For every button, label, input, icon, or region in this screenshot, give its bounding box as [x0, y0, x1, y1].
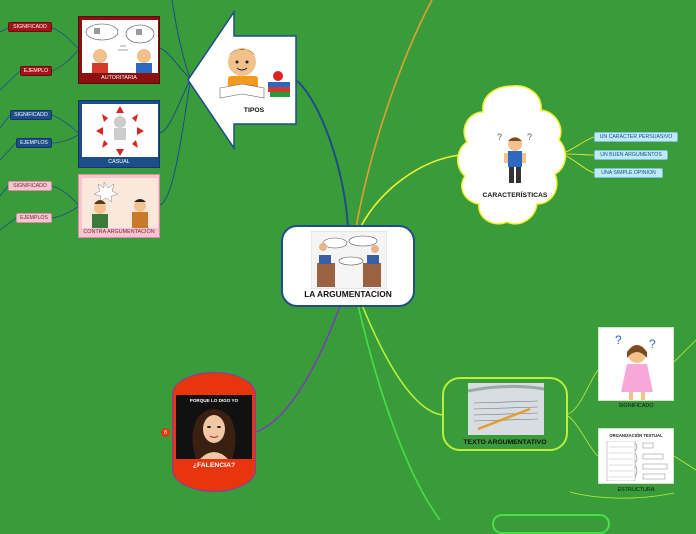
contra-significado-pill[interactable]: SIGNIFICADO: [8, 181, 52, 191]
contra-ejemplos-pill[interactable]: EJEMPLOS: [16, 213, 52, 223]
casual-illustration: [82, 104, 158, 157]
woman-portrait: [192, 409, 236, 459]
structure-diagram-icon: [606, 441, 668, 481]
texto-significado-caption: SIGNIFICADO: [618, 403, 654, 409]
casual-caption: CASUAL: [108, 159, 130, 165]
autoritaria-caption: AUTORITARIA: [101, 75, 137, 81]
central-title: LA ARGUMENTACION: [304, 289, 392, 299]
autoritaria-illustration: [82, 20, 158, 73]
casual-card[interactable]: CASUAL: [78, 100, 160, 168]
casual-ejemplos-pill[interactable]: EJEMPLOS: [16, 138, 52, 148]
boy-reading-icon: [219, 48, 290, 99]
tipos-label: TIPOS: [243, 107, 265, 114]
estructura-image-title: ORGANIZACIÓN TEXTUAL: [609, 433, 663, 438]
connector-lines: [0, 0, 696, 520]
caracteristica-opinion-pill[interactable]: UNA SIMPLE OPINION: [594, 168, 663, 178]
falencia-node[interactable]: PORQUE LO DIGO YO ¿FALENCIA?: [172, 372, 256, 492]
texto-estructura-caption: ESTRUCTURA: [617, 487, 655, 493]
caracteristicas-label: CARACTERÍSTICAS: [482, 192, 548, 199]
autoritaria-card[interactable]: AUTORITARIA: [78, 16, 160, 84]
contra-argumentacion-card[interactable]: CONTRA ARGUMENTACIÓN: [78, 174, 160, 238]
texto-argumentativo-node[interactable]: TEXTO ARGUMENTATIVO: [442, 377, 568, 451]
link-falencia: [255, 305, 341, 433]
texto-significado-image[interactable]: ? ?: [598, 327, 674, 401]
central-node[interactable]: LA ARGUMENTACION: [281, 225, 415, 307]
falencia-label: ¿FALENCIA?: [192, 462, 236, 469]
debate-illustration: [311, 231, 387, 289]
casual-significado-pill[interactable]: SIGNIFICADO: [10, 110, 52, 120]
contra-argumentacion-illustration: [82, 178, 158, 228]
texto-estructura-image[interactable]: ORGANIZACIÓN TEXTUAL: [598, 428, 674, 484]
bottom-partial-node[interactable]: [492, 514, 610, 534]
falencia-image: PORQUE LO DIGO YO: [176, 395, 252, 459]
link-tipos-autoritaria: [159, 47, 191, 79]
autoritaria-significado-pill[interactable]: SIGNIFICADO: [8, 22, 52, 32]
falencia-image-title: PORQUE LO DIGO YO: [189, 398, 239, 403]
link-tipos-contra: [159, 81, 191, 206]
link-caracteristicas: [359, 154, 461, 229]
link-texto: [359, 299, 443, 416]
texto-argumentativo-label: TEXTO ARGUMENTATIVO: [463, 439, 547, 446]
svg-text:?: ?: [527, 132, 532, 142]
link-tipos-up: [171, 0, 191, 79]
caracteristica-argumentos-pill[interactable]: UN BUEN ARGUMENTOS: [594, 150, 668, 160]
contra-argumentacion-caption: CONTRA ARGUMENTACIÓN: [83, 229, 155, 235]
autoritaria-ejemplo-pill[interactable]: EJEMPLO: [20, 66, 52, 76]
falencia-count-badge[interactable]: 8: [161, 428, 170, 437]
confused-boy-icon: ? ?: [497, 132, 532, 183]
link-bottom-branch: [357, 304, 441, 520]
svg-text:?: ?: [497, 132, 502, 142]
link-top-branch: [355, 0, 433, 229]
svg-text:?: ?: [615, 333, 622, 347]
caracteristica-persuasivo-pill[interactable]: UN CARÁCTER PERSUASIVO: [594, 132, 678, 142]
thinking-girl-icon: ? ?: [615, 333, 656, 400]
link-tipos: [295, 79, 349, 229]
writing-paper-image: [468, 383, 544, 435]
svg-text:?: ?: [649, 337, 656, 351]
link-tipos-casual: [159, 79, 191, 134]
